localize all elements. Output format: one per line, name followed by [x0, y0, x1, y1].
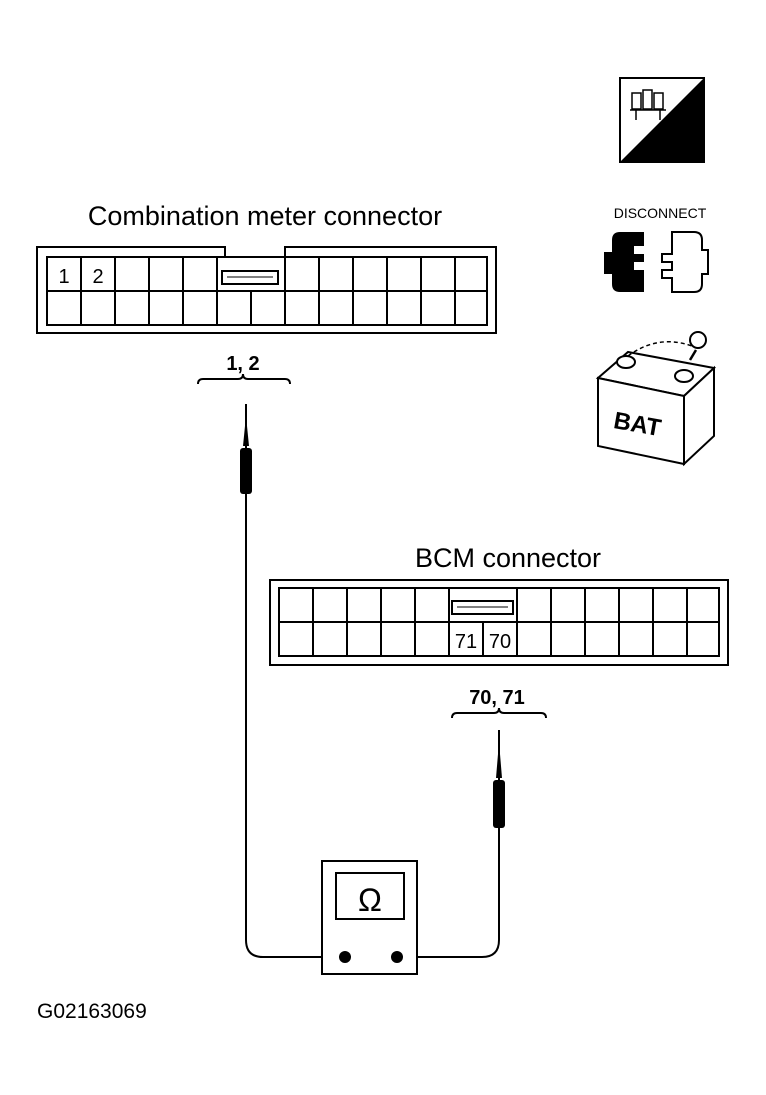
pin-70-label: 70 [489, 631, 511, 653]
ohm-icon: Ω [358, 882, 382, 918]
combination-meter-title: Combination meter connector [88, 201, 442, 231]
disconnect-label: DISCONNECT [614, 205, 707, 221]
battery-icon: BAT [595, 331, 717, 467]
bcm-title: BCM connector [415, 543, 601, 573]
right-probe [493, 730, 505, 828]
left-test-lead [245, 494, 345, 958]
pin-1-label: 1 [58, 266, 69, 288]
disconnect-icon: DISCONNECT [604, 205, 709, 293]
figure-id: G02163069 [37, 1000, 147, 1023]
bcm-callout: 70, 71 [469, 687, 525, 709]
ohmmeter-terminal-left [339, 951, 351, 963]
pin-71-label: 71 [455, 631, 477, 653]
hs-icon: H.S. [619, 77, 705, 163]
combination-meter-connector: 1 2 [36, 246, 497, 334]
combination-meter-callout: 1, 2 [226, 353, 259, 375]
left-probe [240, 404, 252, 494]
pin-2-label: 2 [92, 266, 103, 288]
right-test-lead [397, 828, 500, 958]
bcm-connector: 71 70 [269, 579, 729, 666]
bcm-brace [451, 707, 547, 719]
ohmmeter: Ω [321, 860, 418, 975]
hs-label: H.S. [661, 136, 704, 161]
ohmmeter-terminal-right [391, 951, 403, 963]
combination-meter-brace [197, 373, 291, 385]
